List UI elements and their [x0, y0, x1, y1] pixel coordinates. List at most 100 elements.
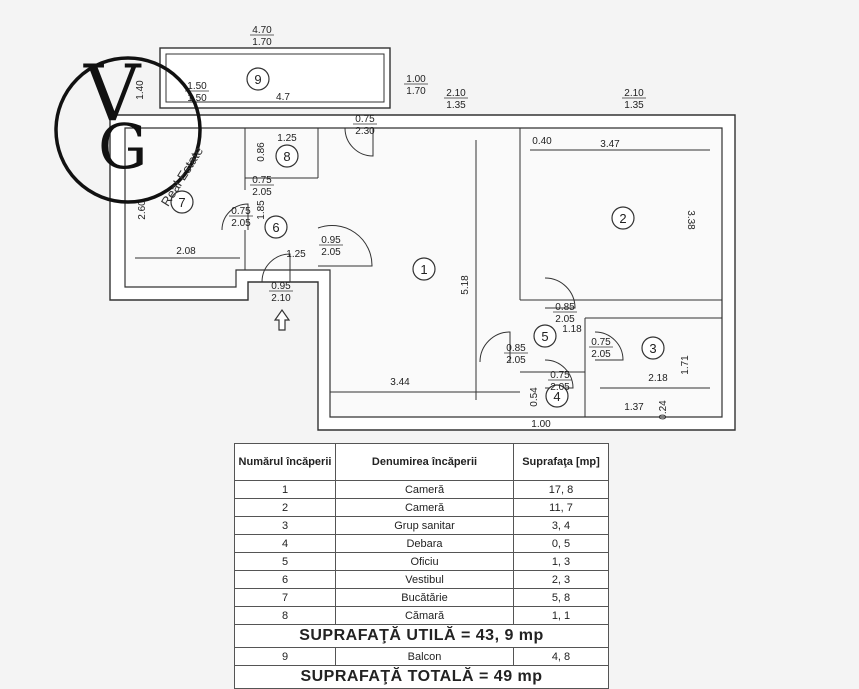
opening-label: 2.101.35 — [622, 88, 646, 111]
svg-text:1.50: 1.50 — [187, 81, 207, 92]
svg-text:5: 5 — [541, 329, 548, 344]
svg-text:2.10: 2.10 — [624, 88, 644, 99]
svg-text:2.05: 2.05 — [591, 349, 611, 360]
room-3-dimension: 0.24 — [658, 400, 669, 420]
svg-text:0.95: 0.95 — [271, 281, 291, 292]
room-name: Grup sanitar — [335, 516, 514, 535]
room-name: Cameră — [335, 498, 514, 517]
room-number: 6 — [234, 570, 336, 589]
door-swings — [221, 127, 624, 389]
total-area: SUPRAFAŢĂ TOTALĂ = 49 mp — [234, 665, 609, 689]
room-area: 17, 8 — [513, 480, 609, 499]
total-area-row: SUPRAFAŢĂ TOTALĂ = 49 mp — [234, 665, 609, 689]
opening-label: 0.952.10 — [269, 281, 293, 304]
room-number: 7 — [234, 588, 336, 607]
svg-text:7: 7 — [178, 195, 185, 210]
svg-text:0.75: 0.75 — [355, 114, 375, 125]
opening-label: 0.852.05 — [504, 343, 528, 366]
svg-text:2.05: 2.05 — [231, 218, 251, 229]
room-name: Vestibul — [335, 570, 514, 589]
room-8-dimension: 0.86 — [256, 142, 267, 162]
entrance-arrow-icon — [273, 308, 291, 331]
room-number: 9 — [234, 647, 336, 666]
svg-text:2.10: 2.10 — [271, 293, 291, 304]
room-9-dimension: 4.7 — [276, 92, 290, 103]
svg-text:1.50: 1.50 — [187, 93, 207, 104]
room-number: 8 — [234, 606, 336, 625]
room-3-dimension: 1.71 — [680, 355, 691, 375]
svg-text:2.05: 2.05 — [555, 314, 575, 325]
room-4-dimension: 1.00 — [531, 419, 551, 430]
room-2-dimension: 3.47 — [600, 139, 620, 150]
room-marker-1: 1 — [412, 257, 436, 281]
room-number: 1 — [234, 480, 336, 499]
svg-text:1.70: 1.70 — [252, 37, 272, 48]
room-2-dimension: 0.40 — [532, 136, 552, 147]
room-area: 2, 3 — [513, 570, 609, 589]
header-room-number: Numărul încăperii — [234, 443, 336, 481]
room-3-dimension: 2.18 — [648, 373, 668, 384]
svg-text:8: 8 — [283, 149, 290, 164]
room-number: 2 — [234, 498, 336, 517]
opening-label: 4.701.70 — [250, 25, 274, 48]
room-marker-9: 9 — [246, 67, 270, 91]
room-marker-3: 3 — [641, 336, 665, 360]
room-marker-4: 4 — [545, 384, 569, 408]
room-area: 1, 1 — [513, 606, 609, 625]
usable-area-row: SUPRAFAŢĂ UTILĂ = 43, 9 mp — [234, 624, 609, 648]
opening-label: 0.752.05 — [250, 175, 274, 198]
room-area: 0, 5 — [513, 534, 609, 553]
table-header-row: Numărul încăperii Denumirea încăperii Su… — [234, 443, 609, 481]
room-marker-5: 5 — [533, 324, 557, 348]
svg-text:2.05: 2.05 — [550, 382, 570, 393]
svg-text:4.70: 4.70 — [252, 25, 272, 36]
header-room-name: Denumirea încăperii — [335, 443, 514, 481]
svg-text:1.70: 1.70 — [406, 86, 426, 97]
svg-text:2: 2 — [619, 211, 626, 226]
room-area: 1, 3 — [513, 552, 609, 571]
room-markers: 1 2 3 4 5 6 7 8 9 — [170, 67, 665, 408]
svg-text:0.95: 0.95 — [321, 235, 341, 246]
svg-text:2.30: 2.30 — [355, 126, 375, 137]
room-9-dimension: 1.40 — [135, 80, 146, 100]
logo-letter-g: G — [98, 110, 148, 183]
room-name: Debara — [335, 534, 514, 553]
room-2-dimension: 3.38 — [685, 210, 696, 230]
room-3-dimension: 1.37 — [624, 402, 644, 413]
opening-label: 0.752.30 — [353, 114, 377, 137]
opening-label: 0.752.05 — [229, 206, 253, 229]
room-name: Cămară — [335, 606, 514, 625]
opening-label: 0.852.05 — [553, 302, 577, 325]
room-1-dimension: 3.44 — [390, 377, 410, 388]
svg-text:0.75: 0.75 — [231, 206, 251, 217]
room-5-dimension: 1.18 — [562, 324, 582, 335]
svg-text:0.75: 0.75 — [252, 175, 272, 186]
svg-text:3: 3 — [649, 341, 656, 356]
svg-text:4: 4 — [553, 389, 560, 404]
svg-text:1.00: 1.00 — [406, 74, 426, 85]
logo-letter-v: V — [83, 49, 142, 139]
room-marker-6: 6 — [264, 215, 288, 239]
room-marker-2: 2 — [611, 206, 635, 230]
svg-text:0.75: 0.75 — [591, 337, 611, 348]
room-area: 3, 4 — [513, 516, 609, 535]
svg-text:1.35: 1.35 — [624, 100, 644, 111]
room-4-dimension: 0.54 — [529, 387, 540, 407]
svg-text:1: 1 — [420, 262, 427, 277]
room-7-dimension: 2.60 — [137, 200, 148, 220]
interior-walls — [135, 128, 722, 417]
svg-text:2.10: 2.10 — [446, 88, 466, 99]
svg-text:1.35: 1.35 — [446, 100, 466, 111]
room-area: 11, 7 — [513, 498, 609, 517]
usable-area-total: SUPRAFAŢĂ UTILĂ = 43, 9 mp — [234, 624, 609, 648]
balcony-outline — [159, 47, 391, 109]
room-number: 5 — [234, 552, 336, 571]
